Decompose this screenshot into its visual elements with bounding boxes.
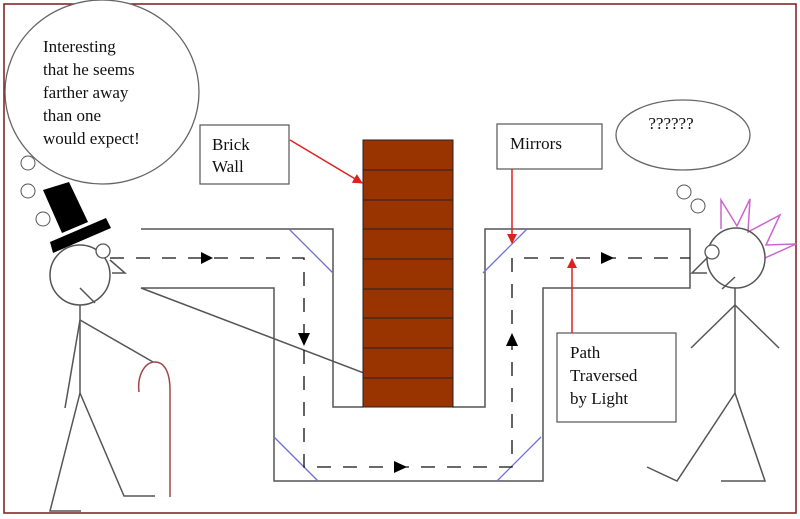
gentleman-figure bbox=[43, 182, 171, 512]
bubble-line: would expect! bbox=[43, 129, 140, 148]
arrow-down-icon bbox=[298, 333, 310, 346]
brick-wall-label: Brick Wall bbox=[199, 124, 363, 185]
arrow-up-icon bbox=[506, 333, 518, 346]
light-path bbox=[110, 252, 690, 473]
spiky-hair bbox=[720, 197, 797, 259]
path-label: Path Traversed by Light bbox=[556, 258, 677, 423]
mirror bbox=[482, 228, 528, 274]
arrow-right-icon bbox=[601, 252, 614, 264]
mirrors-label: Mirrors bbox=[496, 123, 603, 244]
mirror bbox=[496, 436, 542, 482]
label-text: Brick bbox=[212, 135, 250, 154]
arrow-right-icon bbox=[394, 461, 407, 473]
mirror bbox=[288, 228, 334, 274]
mirror bbox=[273, 436, 319, 482]
bubble-line: Interesting bbox=[43, 37, 116, 56]
label-text: Wall bbox=[212, 157, 244, 176]
cane bbox=[137, 361, 171, 497]
label-text: Traversed bbox=[570, 366, 638, 385]
monocle bbox=[95, 243, 111, 259]
mirrors bbox=[273, 228, 542, 482]
bubble-line: that he seems bbox=[43, 60, 135, 79]
punk-figure bbox=[646, 197, 797, 482]
top-hat-brim bbox=[50, 218, 111, 253]
label-text: Mirrors bbox=[510, 134, 562, 153]
left-thought-bubble: Interesting that he seems farther away t… bbox=[4, 0, 200, 227]
label-text: Path bbox=[570, 343, 601, 362]
label-text: by Light bbox=[570, 389, 628, 408]
frame-border bbox=[3, 3, 797, 514]
bubble-text: ?????? bbox=[648, 114, 693, 133]
right-thought-bubble: ?????? bbox=[615, 99, 751, 214]
bubble-line: than one bbox=[43, 106, 101, 125]
top-hat-crown bbox=[43, 182, 88, 233]
brick-wall bbox=[362, 139, 454, 408]
bubble-line: farther away bbox=[43, 83, 129, 102]
arrow-right-icon bbox=[201, 252, 213, 264]
light-tube bbox=[140, 228, 691, 482]
